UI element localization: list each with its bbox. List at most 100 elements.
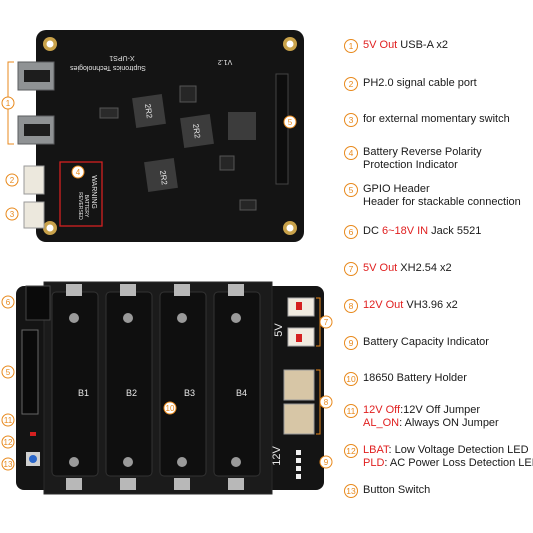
board-callout-5: 5: [283, 115, 297, 129]
svg-text:5V: 5V: [273, 323, 285, 337]
legend-label: Header for stackable connection: [363, 196, 521, 208]
inductors: 2R2 2R2 2R2: [132, 94, 256, 192]
svg-text:11: 11: [4, 416, 13, 425]
board-photos: 2R2 2R2 2R2 X-UPS1 Suptronics Technologi…: [1, 30, 333, 495]
legend-text: 12V Out VH3.96 x2: [363, 299, 458, 312]
board-callout-3: 3: [5, 207, 19, 221]
svg-text:5: 5: [6, 368, 11, 377]
svg-text:10: 10: [166, 404, 175, 413]
legend-label: Protection Indicator: [363, 159, 458, 171]
legend-label: DC: [363, 225, 382, 237]
legend-highlight: AL_ON: [363, 417, 400, 429]
legend-item-3: 3 for external momentary switch: [344, 113, 510, 127]
legend-number: 2: [344, 77, 358, 91]
legend-label: XH2.54 x2: [397, 262, 452, 274]
legend-item-9: 9 Battery Capacity Indicator: [344, 336, 489, 350]
legend-text: for external momentary switch: [363, 113, 510, 126]
bottom-board: B1 B2 B3 B4 5V 12V 6 5 11 12 13: [1, 281, 333, 495]
legend-item-13: 13 Button Switch: [344, 484, 430, 498]
svg-text:Suptronics Technologies: Suptronics Technologies: [70, 64, 146, 71]
legend-label: :12V Off Jumper: [400, 404, 480, 416]
legend-number: 12: [344, 444, 358, 458]
legend-number: 7: [344, 262, 358, 276]
svg-text:2R2: 2R2: [191, 123, 202, 139]
svg-text:B1: B1: [78, 388, 89, 398]
legend-number: 8: [344, 299, 358, 313]
legend-item-8: 8 12V Out VH3.96 x2: [344, 299, 458, 313]
legend-label: : Always ON Jumper: [399, 417, 499, 429]
legend-label: : Low Voltage Detection LED: [388, 444, 529, 456]
board-callout-9: 9: [319, 455, 333, 469]
legend-number: 4: [344, 146, 358, 160]
legend-highlight: 12V Off: [363, 404, 401, 416]
svg-text:12V: 12V: [271, 446, 283, 466]
board-callout-13: 13: [1, 457, 15, 471]
board-callout-2: 2: [5, 173, 19, 187]
legend-text: 18650 Battery Holder: [363, 372, 467, 385]
board-callout-8: 8: [319, 395, 333, 409]
svg-text:REVERSED: REVERSED: [77, 192, 83, 220]
svg-text:X-UPS1: X-UPS1: [109, 54, 134, 61]
legend-text: DC 6~18V IN Jack 5521: [363, 225, 481, 238]
legend-text: Button Switch: [363, 484, 430, 497]
board-callout-6: 6: [1, 295, 15, 309]
svg-text:7: 7: [324, 318, 329, 327]
legend-number: 10: [344, 372, 358, 386]
board-callout-7: 7: [319, 315, 333, 329]
svg-text:4: 4: [76, 168, 81, 177]
legend-text: 5V Out USB-A x2: [363, 39, 448, 52]
svg-text:3: 3: [10, 210, 15, 219]
svg-text:WARNING: WARNING: [90, 175, 97, 209]
legend-label: for external momentary switch: [363, 113, 510, 125]
legend-highlight: 5V Out: [363, 262, 398, 274]
legend-number: 13: [344, 484, 358, 498]
svg-text:9: 9: [324, 458, 329, 467]
svg-text:B2: B2: [126, 388, 137, 398]
usb-a-ports: [17, 61, 55, 145]
gpio-pads: [275, 73, 289, 185]
legend-number: 9: [344, 336, 358, 350]
svg-text:2R2: 2R2: [158, 170, 169, 186]
legend-text: PH2.0 signal cable port: [363, 77, 477, 90]
legend-number: 6: [344, 225, 358, 239]
svg-text:12: 12: [4, 438, 13, 447]
legend-item-2: 2 PH2.0 signal cable port: [344, 77, 477, 91]
legend-number: 11: [344, 404, 358, 418]
svg-text:5: 5: [288, 118, 293, 127]
legend-label: GPIO Header: [363, 183, 430, 195]
legend-item-1: 1 5V Out USB-A x2: [344, 39, 448, 53]
legend-item-10: 10 18650 Battery Holder: [344, 372, 467, 386]
board-callout-10: 10: [163, 401, 177, 415]
legend-highlight: LBAT: [363, 444, 389, 456]
legend-label: Jack 5521: [428, 225, 482, 237]
legend-label: USB-A x2: [397, 39, 448, 51]
board-callout-1: 1: [1, 96, 15, 110]
legend-highlight: 6~18V IN: [381, 225, 429, 237]
svg-text:BATTERY: BATTERY: [83, 195, 89, 218]
board-callout-12: 12: [1, 435, 15, 449]
svg-text:13: 13: [4, 460, 13, 469]
svg-text:B3: B3: [184, 388, 195, 398]
legend-number: 3: [344, 113, 358, 127]
top-board: 2R2 2R2 2R2 X-UPS1 Suptronics Technologi…: [1, 30, 304, 242]
legend-number: 1: [344, 39, 358, 53]
svg-text:1: 1: [6, 99, 11, 108]
board-callout-4: 4: [71, 165, 85, 179]
legend-label: Battery Capacity Indicator: [363, 336, 489, 348]
legend-label: VH3.96 x2: [403, 299, 458, 311]
board-callout-5b: 5: [1, 365, 15, 379]
legend-label: Battery Reverse Polarity: [363, 146, 482, 158]
feature-legend: 1 5V Out USB-A x2 2 PH2.0 signal cable port…: [340, 0, 533, 533]
svg-text:2: 2: [10, 176, 15, 185]
svg-text:6: 6: [6, 298, 11, 307]
battery-slots: B1 B2 B3 B4: [51, 284, 261, 490]
svg-text:B4: B4: [236, 388, 247, 398]
